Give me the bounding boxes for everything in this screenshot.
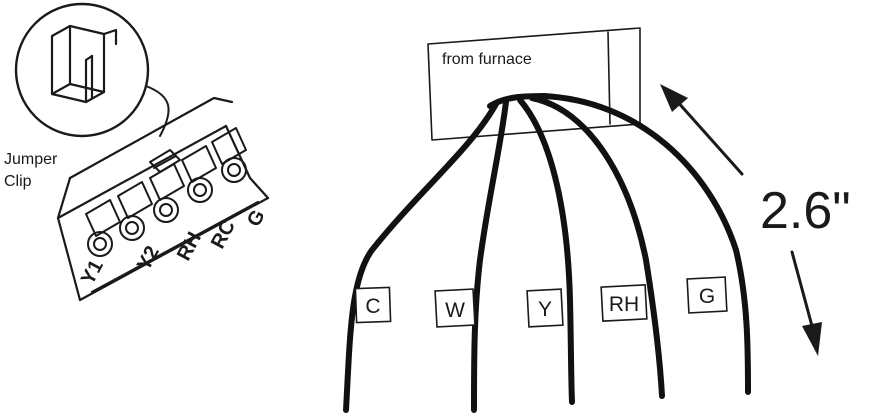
wire-tag-y: Y: [526, 288, 564, 328]
wire-tag-rh-text: RH: [609, 293, 639, 316]
wire-tag-rh: RH: [600, 284, 648, 322]
furnace-box-label: from furnace: [442, 51, 532, 68]
callout-connector: [145, 85, 170, 137]
wire-rh: [529, 95, 665, 399]
terminal-screw-rh: [149, 163, 185, 223]
wire-tag-c: C: [354, 286, 392, 324]
jumper-clip-installed: [149, 149, 181, 173]
wire-c: [343, 101, 499, 413]
wire-tag-c-text: C: [365, 295, 380, 318]
terminal-screw-rc: [181, 145, 217, 203]
terminal-label-rc: RC: [207, 217, 240, 253]
measurement-arrow-up: [660, 84, 744, 176]
jumper-label-line2: Clip: [4, 173, 32, 190]
jumper-clip-icon: [50, 24, 118, 104]
wire-g: [539, 93, 751, 395]
jumper-clip-callout: [14, 2, 170, 138]
terminal-block: Y1 Y2 RH RC G: [56, 96, 270, 302]
measurement-arrow-down: [790, 250, 822, 356]
terminal-screw-g: [211, 127, 247, 183]
wire-tag-g-text: G: [699, 285, 715, 308]
wire-y: [517, 97, 575, 405]
magnifier-circle: [14, 2, 150, 138]
wire-tag-g: G: [686, 276, 728, 314]
terminal-screw-y2: [117, 181, 153, 241]
terminal-label-y1: Y1: [77, 256, 108, 288]
measurement-label: 2.6": [760, 182, 851, 240]
terminal-screw-y1: [85, 199, 121, 257]
wire-bundle-knot: [487, 93, 549, 109]
wire-w: [471, 99, 509, 413]
wire-tag-w-text: W: [445, 299, 465, 322]
wire-bundle: [343, 93, 751, 413]
jumper-label-line1: Jumper: [4, 151, 58, 168]
wire-tag-w: W: [434, 288, 476, 328]
wire-tag-y-text: Y: [538, 298, 552, 321]
